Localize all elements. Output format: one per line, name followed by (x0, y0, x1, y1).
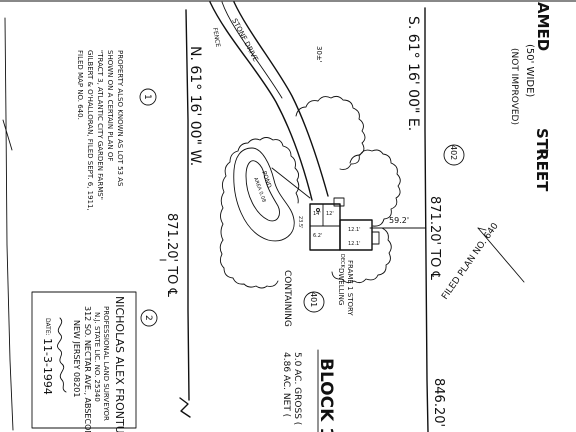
lot-401-label: 401 (309, 292, 318, 307)
street-name-fragment: AMED (534, 2, 552, 51)
area-net: 4.86 AC. NET ( (281, 352, 291, 417)
surveyor-address-2: NEW JERSEY 08201 (72, 320, 81, 397)
note-line-3: "TRACT 3, ATLANTIC CITY GARDEN FARMS" (96, 50, 104, 200)
street-width-note: (50' WIDE) (524, 44, 535, 97)
area-gross: 5.0 AC. GROSS ( (292, 352, 302, 425)
note-line-5: FILED MAP NO. 640. (76, 50, 84, 120)
containing-area: CONTAINING 5.0 AC. GROSS ( 4.86 AC. NET … (281, 270, 302, 425)
lot-1-marker: 1 (139, 88, 157, 106)
dwelling-label-1: FRAME 1 STORY (346, 260, 354, 316)
note-line-4: GILBERT & O'HALLORAN, FILED SEPT. 6, 191… (86, 50, 94, 211)
block-label: BLOCK 13 (316, 358, 336, 432)
note-line-2: SHOWN ON A CERTAIN PLAN OF (106, 50, 114, 161)
filed-plan-label: FILED PLAN NO. 640 (440, 221, 501, 302)
dwelling-dim-6: 23.5' (297, 216, 303, 229)
street-label-group: AMED (50' WIDE) (NOT IMPROVED) STREET (509, 2, 552, 192)
lot-1-label: 1 (142, 94, 152, 100)
lot-401-marker: 401 (303, 291, 325, 313)
fence-label: FENCE (211, 27, 221, 48)
dwelling-label-2: DWELLING (337, 268, 345, 305)
note-line-1: PROPERTY ALSO KNOWN AS LOT 53 AS (116, 50, 124, 187)
lot-402-marker: 402 (443, 144, 465, 166)
distance-offset: 59.2' (389, 216, 409, 225)
street-suffix: STREET (533, 128, 551, 192)
surveyor-address-1: 312 SO. NECTAR AVE., ABSECON (83, 306, 92, 432)
dwelling-dim-1: 12.1' (348, 227, 361, 233)
containing-label: CONTAINING (282, 270, 292, 327)
tree-line (219, 95, 401, 289)
lot-2-marker: 2 (140, 309, 158, 327)
dwelling-dim-2: 12.1' (348, 241, 361, 247)
dwelling-dim-5: 12' (326, 211, 334, 217)
surveyor-name: NICHOLAS ALEX FRONTUTO (113, 296, 126, 432)
distance-right-line: 871.20' TO ℄ (427, 196, 442, 280)
distance-bottom-right: 846.20' (431, 378, 446, 427)
surveyor-date-value: 11-3-1994 (41, 338, 54, 395)
block-label-group: BLOCK 13 (316, 349, 336, 432)
surveyor-license: N.J. STATE LIC. NO. 25340 (93, 312, 101, 402)
dwelling-dim-4: 14' (313, 211, 321, 217)
survey-marks (159, 149, 549, 261)
deck-label: DECK (339, 254, 345, 269)
surveyor-block: NICHOLAS ALEX FRONTUTO PROFESSIONAL LAND… (31, 291, 137, 432)
surveyor-title: PROFESSIONAL LAND SURVEYOR (102, 306, 110, 421)
bearing-left: N. 61° 16' 00" W. (187, 46, 203, 166)
lot-402-label: 402 (449, 145, 458, 160)
lot-2-label: 2 (143, 315, 153, 321)
street-status-note: (NOT IMPROVED) (509, 48, 519, 125)
dwelling-dim-3: 6.2' (313, 233, 322, 239)
property-note: PROPERTY ALSO KNOWN AS LOT 53 AS SHOWN O… (76, 50, 124, 211)
surveyor-date-label: DATE: (44, 318, 51, 336)
bearing-top: S. 61° 16' 00" E. (405, 16, 421, 131)
stone-drive: STONE DRIVE FENCE (209, 1, 329, 201)
distance-left-line: 871.20' TO ℄ (164, 213, 179, 297)
distance-drive: 30±' (315, 46, 323, 63)
surveyor-signature (57, 317, 67, 393)
dwelling: 12.1' 12.1' 6.2' 14' 12' 23.5' DECK FRAM… (297, 197, 380, 316)
